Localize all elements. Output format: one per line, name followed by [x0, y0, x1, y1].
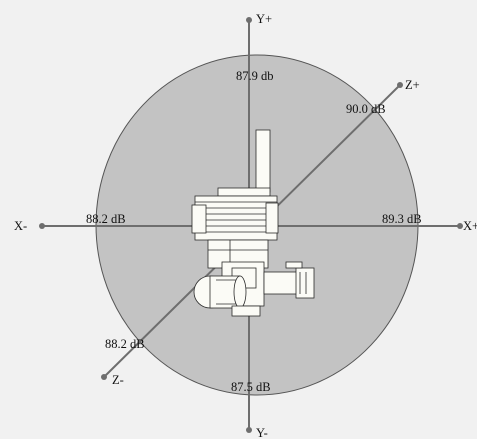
- z-minus-label: Z-: [112, 373, 124, 387]
- x-minus-measurement: 88.2 dB: [86, 212, 126, 226]
- x-minus-point: [39, 223, 45, 229]
- y-plus-label: Y+: [256, 12, 272, 26]
- z-plus-measurement: 90.0 dB: [346, 102, 386, 116]
- z-minus-measurement: 88.2 dB: [105, 337, 145, 351]
- x-minus-label: X-: [14, 219, 27, 233]
- engine-icon: [191, 129, 315, 317]
- x-plus-point: [457, 223, 463, 229]
- z-plus-point: [397, 82, 403, 88]
- axis-endpoints: [39, 17, 463, 433]
- x-plus-label: X+: [463, 219, 477, 233]
- y-minus-point: [246, 427, 252, 433]
- y-minus-measurement: 87.5 dB: [231, 380, 271, 394]
- y-plus-measurement: 87.9 db: [236, 69, 274, 83]
- z-plus-label: Z+: [405, 78, 420, 92]
- y-minus-label: Y-: [256, 426, 268, 439]
- y-plus-point: [246, 17, 252, 23]
- x-plus-measurement: 89.3 dB: [382, 212, 422, 226]
- z-minus-point: [101, 374, 107, 380]
